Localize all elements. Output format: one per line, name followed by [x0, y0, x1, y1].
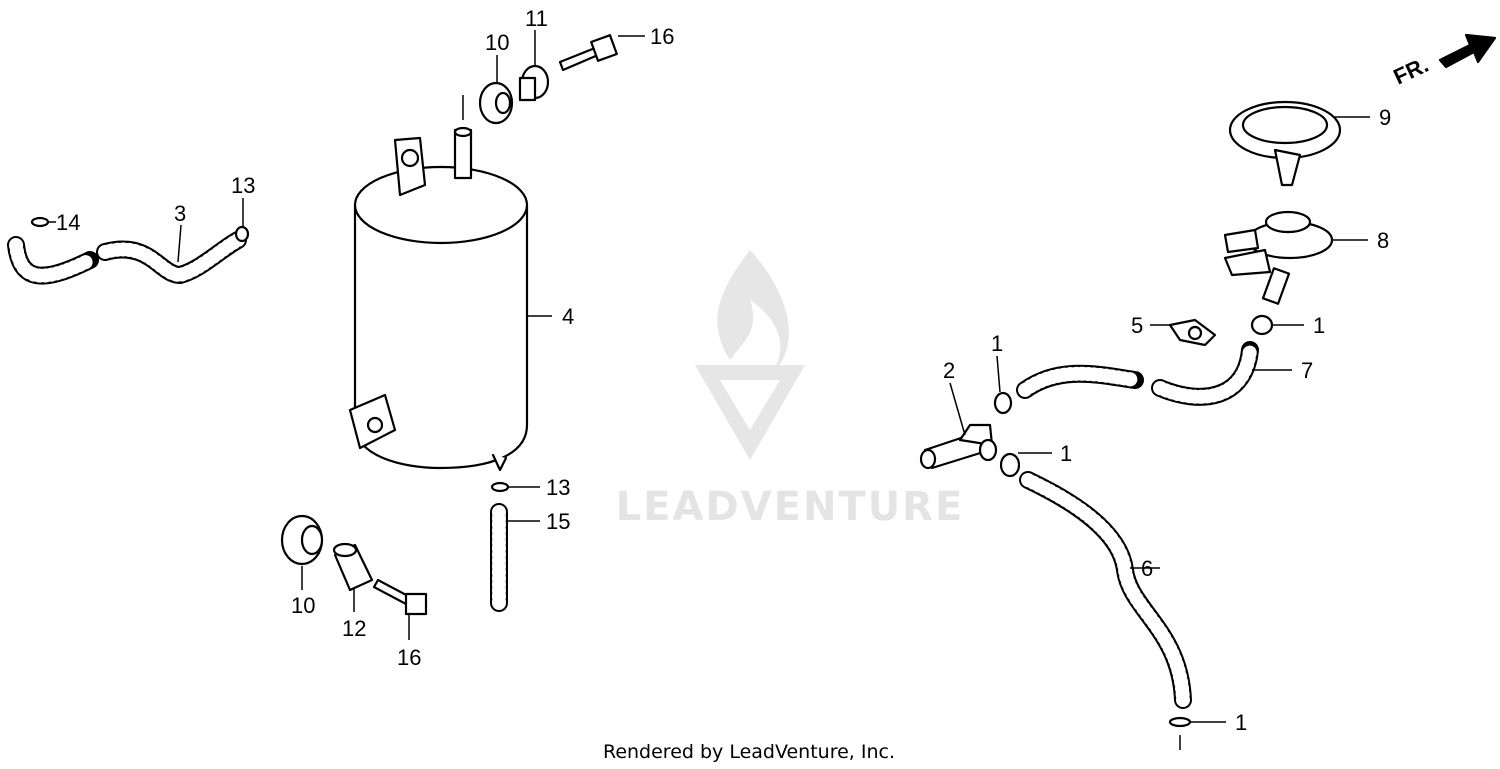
callout-15: 15: [546, 509, 570, 534]
part-16-bolt-bottom[interactable]: [372, 578, 428, 616]
part-9-holder[interactable]: [1228, 100, 1342, 187]
callout-13-lower: 13: [546, 475, 570, 500]
part-16-bolt-top[interactable]: [558, 34, 618, 72]
part-14-clip[interactable]: [30, 216, 56, 228]
part-12-collar[interactable]: [332, 542, 374, 592]
part-3-hose[interactable]: [7, 231, 247, 285]
callout-12: 12: [342, 616, 366, 641]
part-1-clip-upper-right[interactable]: [1250, 314, 1274, 336]
callout-11: 11: [525, 6, 548, 31]
callout-13-upper: 13: [231, 173, 255, 198]
front-direction-indicator: FR.: [1390, 33, 1497, 90]
part-5-clamp[interactable]: [1168, 318, 1217, 347]
callout-8: 8: [1377, 228, 1389, 253]
part-8-valve[interactable]: [1223, 210, 1334, 305]
callout-1-c: 1: [1313, 313, 1325, 338]
part-10-grommet-top[interactable]: [478, 81, 514, 125]
part-4-canister[interactable]: [348, 95, 529, 472]
part-13-clip[interactable]: [234, 225, 250, 243]
callout-10-upper: 10: [485, 30, 509, 55]
callout-10-lower: 10: [291, 593, 315, 618]
leader-line: [177, 224, 182, 263]
footer-credit: Rendered by LeadVenture, Inc.: [603, 741, 895, 763]
callout-1-a: 1: [991, 331, 1003, 356]
part-7-hose[interactable]: [1016, 341, 1259, 406]
leader-line: [949, 382, 966, 436]
watermark-text: LEADVENTURE: [616, 484, 965, 530]
part-1-clip-b[interactable]: [999, 452, 1021, 478]
callout-1-b: 1: [1060, 441, 1072, 466]
callout-3: 3: [174, 201, 186, 226]
callout-4: 4: [562, 304, 574, 329]
callout-14: 14: [56, 210, 80, 235]
part-1-clip-bottom[interactable]: [1168, 716, 1226, 750]
part-13-clip-lower[interactable]: [490, 481, 540, 493]
part-1-clip-a[interactable]: [993, 391, 1013, 415]
part-10-grommet-bottom[interactable]: [280, 514, 324, 566]
part-11-collar[interactable]: [518, 64, 550, 102]
callout-7: 7: [1301, 358, 1313, 383]
part-2-t-joint[interactable]: [919, 423, 998, 470]
fr-label: FR.: [1390, 52, 1433, 90]
part-6-hose[interactable]: [1019, 471, 1192, 709]
callout-2: 2: [943, 358, 955, 383]
callout-9: 9: [1379, 105, 1391, 130]
leadventure-watermark: LEADVENTURE: [616, 250, 965, 530]
callout-5: 5: [1131, 313, 1143, 338]
callout-1-d: 1: [1235, 710, 1247, 735]
callout-labels: 14 3 13 10 11 16 4 13 15 10 12 16 2 1 1 …: [56, 6, 1391, 735]
callout-6: 6: [1141, 556, 1153, 581]
leader-line: [996, 355, 1001, 393]
callout-16-upper: 16: [650, 24, 674, 49]
callout-16-lower: 16: [397, 645, 421, 670]
